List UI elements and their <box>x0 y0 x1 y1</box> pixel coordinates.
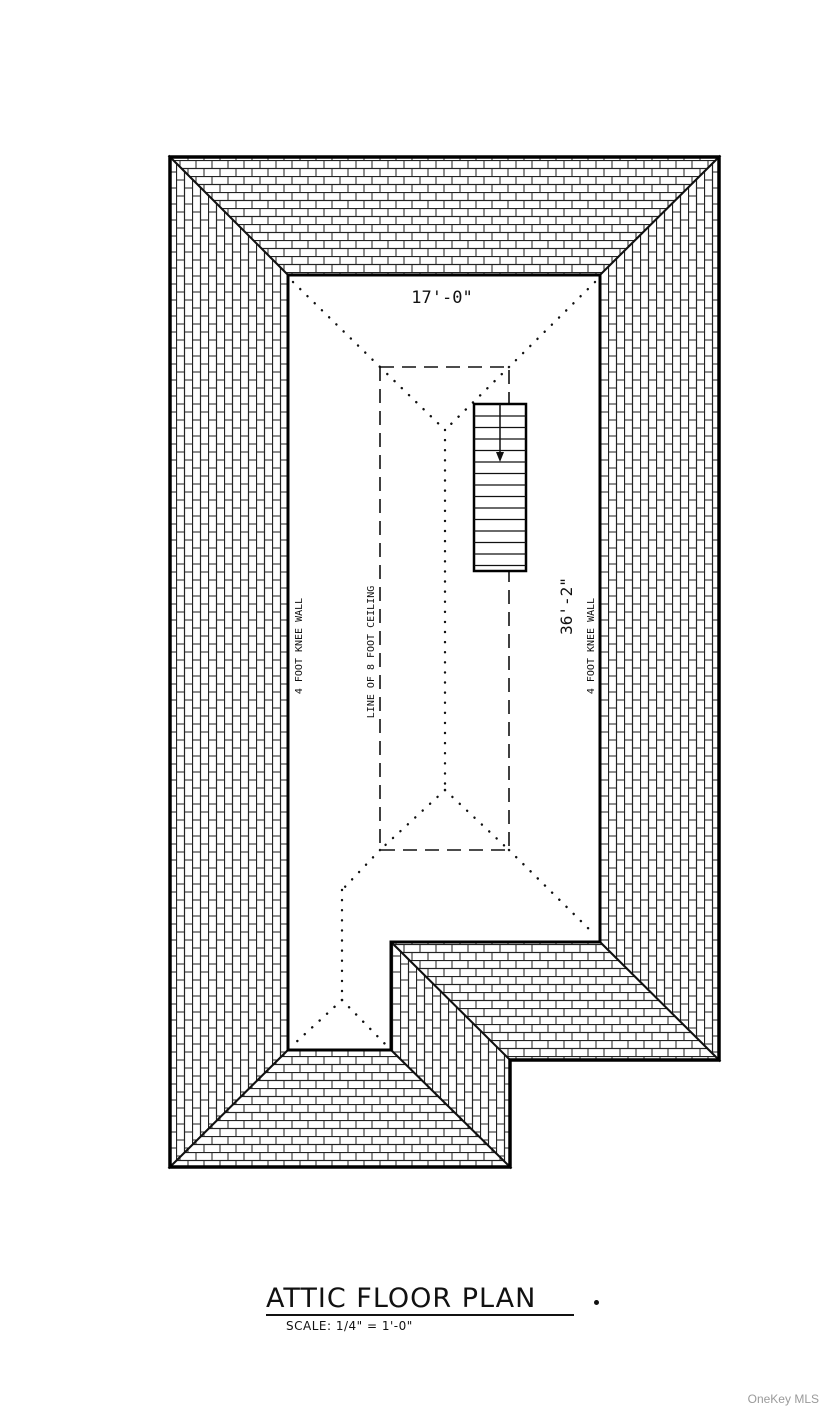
right-knee-wall-label: 4 FOOT KNEE WALL <box>586 598 597 694</box>
scale-note: SCALE: 1/4" = 1'-0" <box>286 1319 413 1334</box>
scale-label: SCALE: 1/4" = 1'-0" <box>286 1319 413 1333</box>
stairs <box>472 402 528 573</box>
hip-dotted-lines <box>291 280 597 1047</box>
title-period-mark <box>594 1300 599 1305</box>
roof-outline <box>168 155 721 1169</box>
page-title: ATTIC FLOOR PLAN <box>266 1284 575 1316</box>
side-dimension-label: 36'-2" <box>557 577 576 635</box>
title-block: ATTIC FLOOR PLAN <box>266 1284 626 1316</box>
ceiling-line-label: LINE OF 8 FOOT CEILING <box>366 586 377 718</box>
watermark: OneKey MLS <box>747 1392 819 1406</box>
left-knee-wall-label: 4 FOOT KNEE WALL <box>294 598 305 694</box>
top-dimension-label: 17'-0" <box>411 288 472 308</box>
